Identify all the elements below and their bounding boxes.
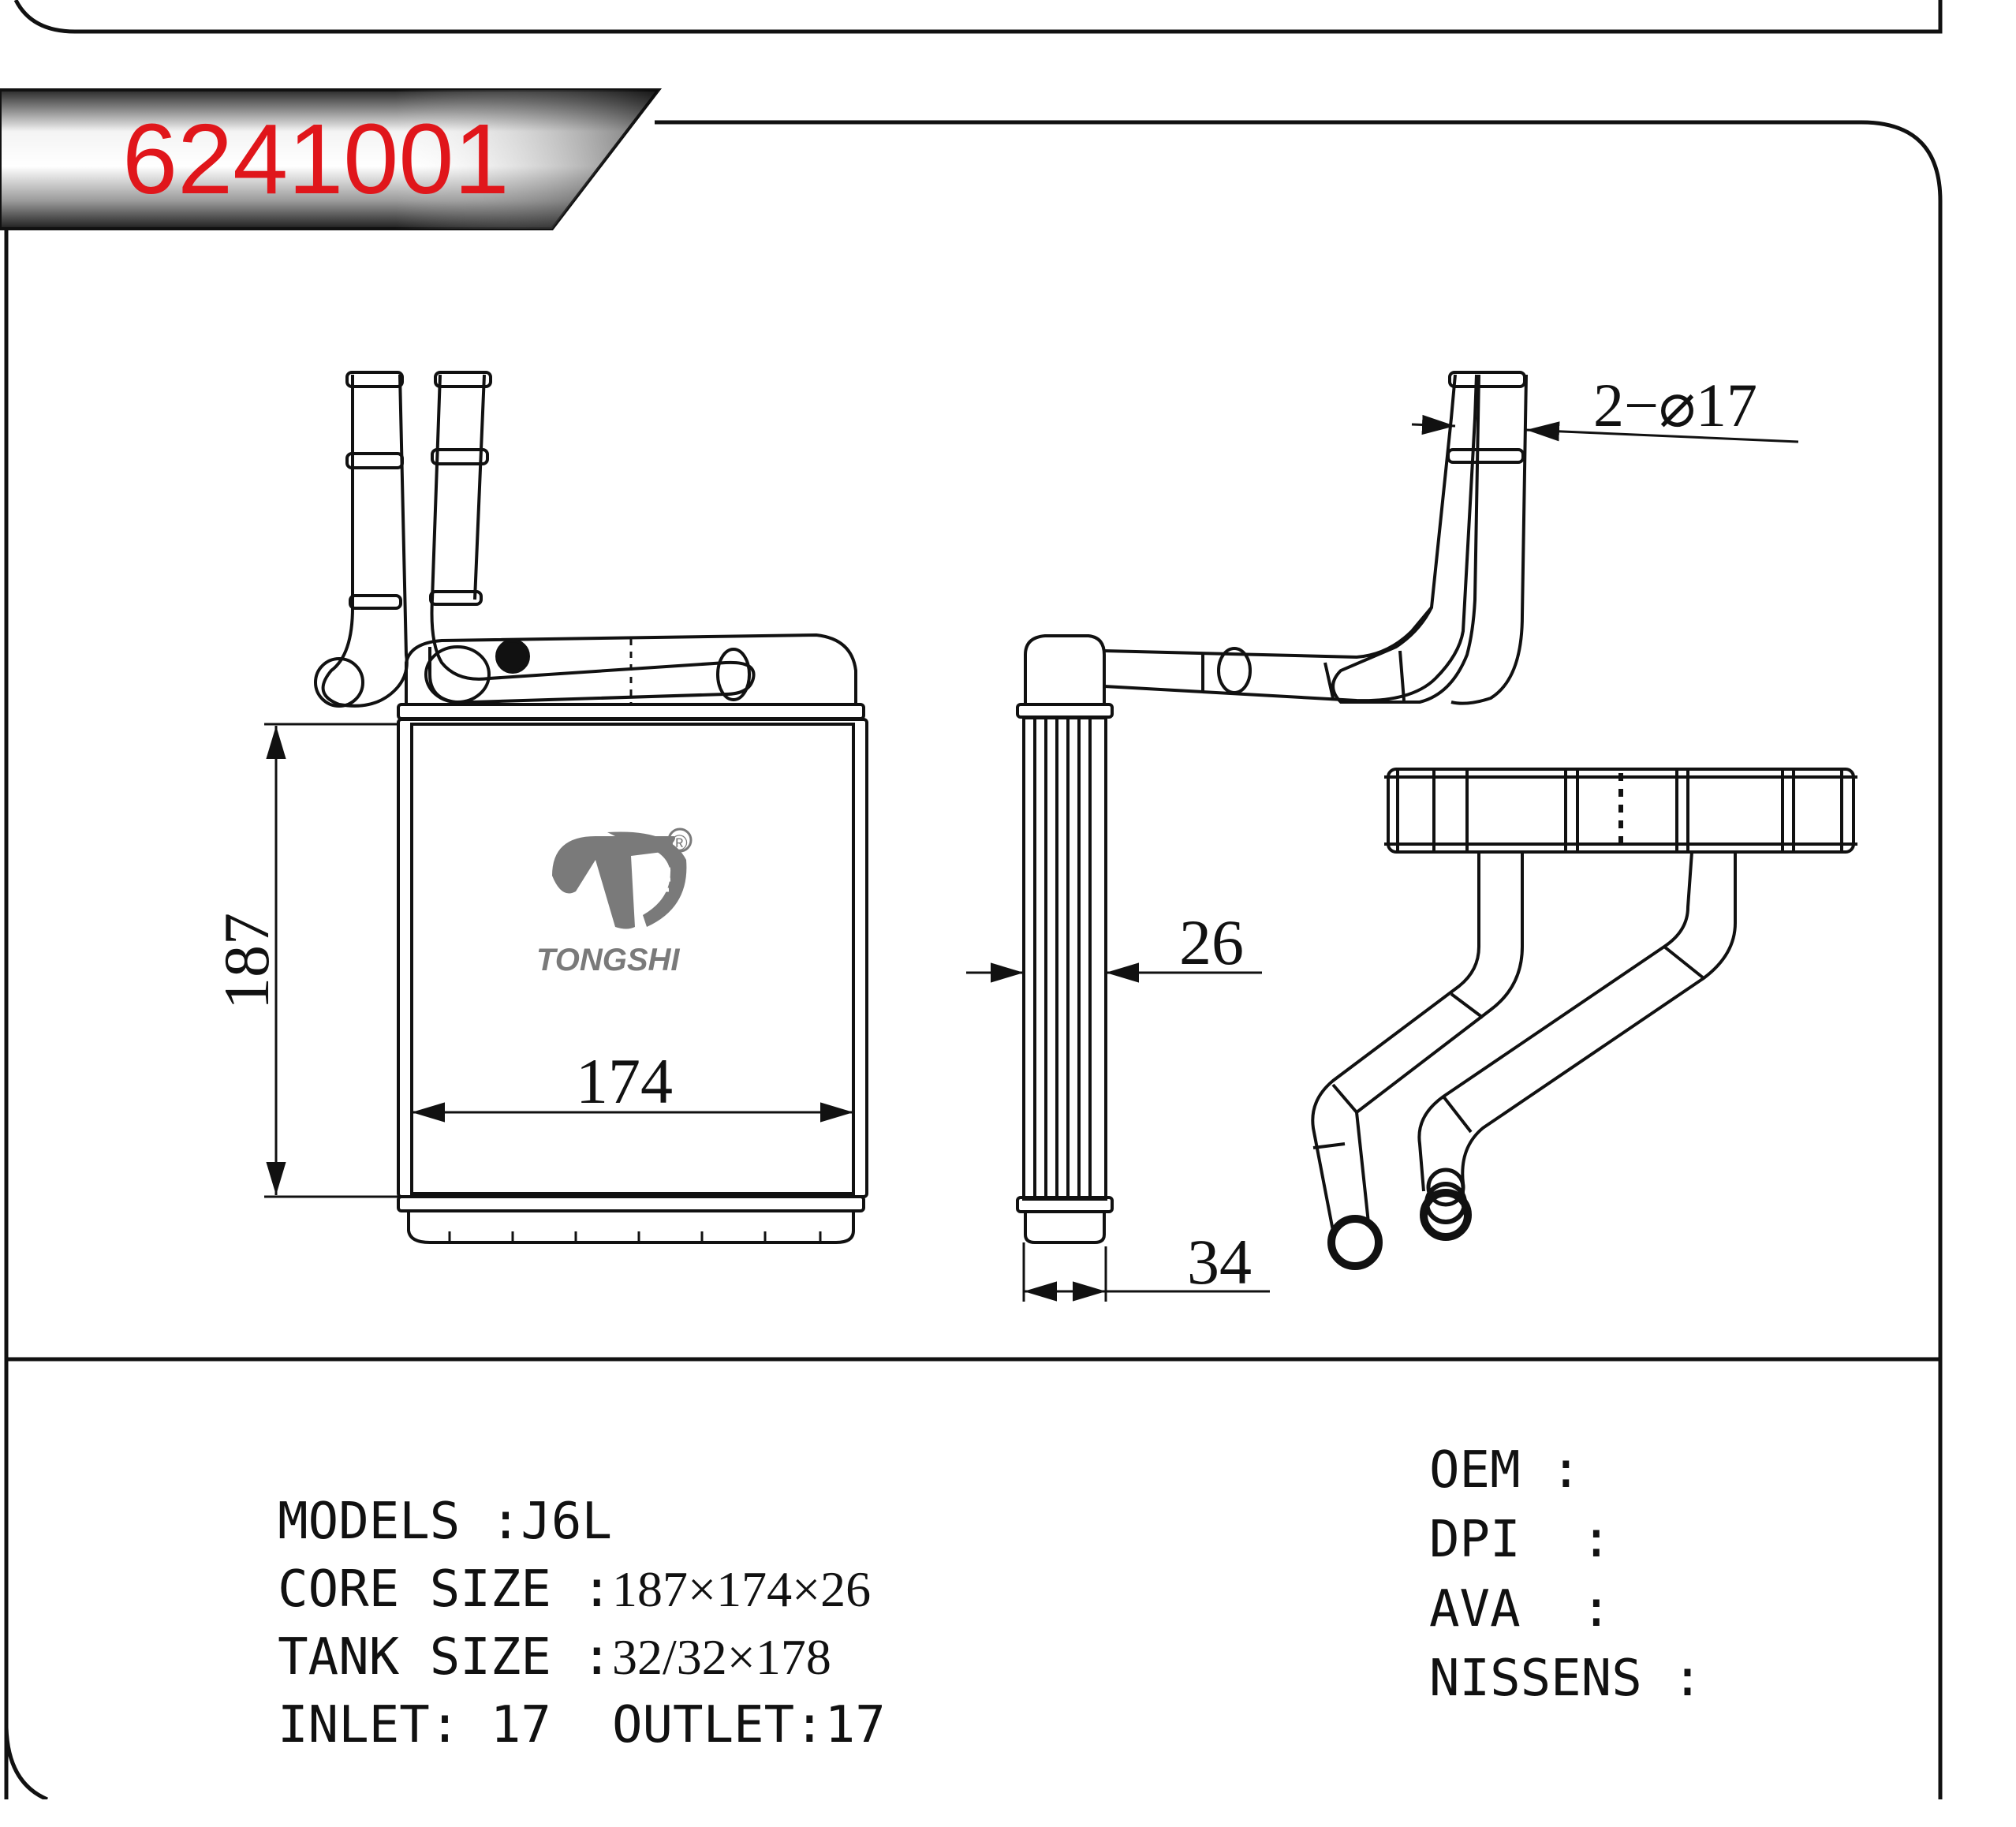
- front-inlet-flange-1: [345, 371, 404, 388]
- frame-bottom-left-corner: [4, 1727, 48, 1799]
- logo-icon: [552, 831, 687, 929]
- nissens-label: NISSENS: [1429, 1650, 1642, 1708]
- front-view: [314, 371, 868, 1244]
- side-dimensions: [966, 414, 1799, 1302]
- logo: TONGSHI ®: [536, 828, 693, 977]
- front-inlet-pipe: [321, 374, 409, 708]
- side-view: [1016, 371, 1528, 1244]
- models-label: MODELS: [278, 1493, 461, 1551]
- inlet-outlet-row: INLET: 17 OUTLET:17: [156, 1623, 945, 1754]
- registered-mark-text: ®: [671, 831, 688, 855]
- front-outlet-flange-1: [434, 371, 492, 388]
- registered-mark-icon: ®: [667, 828, 693, 855]
- top-inlet-pipe: [1311, 852, 1524, 1231]
- tank-size-value: 32/32×178: [611, 1629, 831, 1685]
- inlet-label: INLET:: [278, 1696, 461, 1754]
- width-dimension-label: 174: [576, 1045, 673, 1117]
- top-tank: [1387, 768, 1855, 854]
- oem-label: OEM: [1429, 1441, 1521, 1500]
- main-frame: [4, 95, 1943, 1799]
- core-thickness-label: 26: [1179, 906, 1244, 978]
- front-outlet-flange-2: [431, 448, 489, 465]
- dpi-row: DPI :: [1429, 1511, 1612, 1569]
- inlet-value: 17: [490, 1696, 551, 1754]
- front-tank-boss: [495, 639, 530, 674]
- lower-header-plate: [397, 1195, 865, 1212]
- pipe-diameter-label: 2−⌀17: [1593, 371, 1757, 439]
- top-inlet-end: [1327, 1215, 1383, 1270]
- top-outlet-end: [1420, 1189, 1472, 1241]
- models-value: J6L: [521, 1493, 612, 1551]
- outlet-value: 17: [824, 1696, 886, 1754]
- core-size-value: 187×174×26: [611, 1561, 872, 1617]
- oem-row: OEM :: [1429, 1441, 1581, 1500]
- part-number: 6241001: [122, 103, 510, 215]
- core-size-label: CORE SIZE: [278, 1560, 551, 1619]
- front-inlet-elbow: [314, 657, 364, 708]
- upper-tank: [405, 633, 857, 706]
- tank-size-label: TANK SIZE: [278, 1628, 551, 1687]
- title-banner-shade: [0, 90, 659, 229]
- lower-tank: [407, 1211, 855, 1244]
- front-outlet-end: [716, 648, 751, 701]
- core-size-row: CORE SIZE :187×174×26: [278, 1560, 872, 1619]
- front-inlet-flange-2: [345, 452, 404, 469]
- total-thickness-label: 34: [1187, 1226, 1252, 1298]
- side-inlet-pipe: [1103, 374, 1478, 703]
- dpi-label: DPI: [1429, 1511, 1521, 1569]
- spec-block: MODELS :J6L CORE SIZE :187×174×26 TANK S…: [156, 1420, 945, 1754]
- front-outlet-flange-3: [429, 590, 483, 606]
- ava-label: AVA: [1429, 1580, 1521, 1638]
- reference-block: OEM : DPI : AVA : NISSENS :: [1429, 1436, 1902, 1713]
- front-dimensions: [264, 723, 853, 1198]
- side-outlet-pipe: [1331, 374, 1528, 705]
- tank-size-row: TANK SIZE :32/32×178: [278, 1628, 831, 1687]
- side-lower-tank: [1024, 1212, 1106, 1244]
- front-outlet-elbow: [424, 645, 491, 704]
- core-inner: [410, 723, 855, 1195]
- top-view: [1311, 768, 1857, 1270]
- nissens-row: NISSENS :: [1429, 1650, 1703, 1708]
- logo-brand-text: TONGSHI: [536, 943, 680, 977]
- side-upper-tank: [1024, 634, 1106, 706]
- front-inlet-flange-3: [349, 594, 402, 610]
- top-frame: [13, 0, 1943, 34]
- ava-row: AVA :: [1429, 1580, 1612, 1638]
- models-row: MODELS :J6L: [278, 1493, 612, 1551]
- outlet-label: OUTLET:: [611, 1696, 825, 1754]
- height-dimension-label: 187: [211, 913, 282, 1010]
- upper-header-plate: [397, 703, 865, 720]
